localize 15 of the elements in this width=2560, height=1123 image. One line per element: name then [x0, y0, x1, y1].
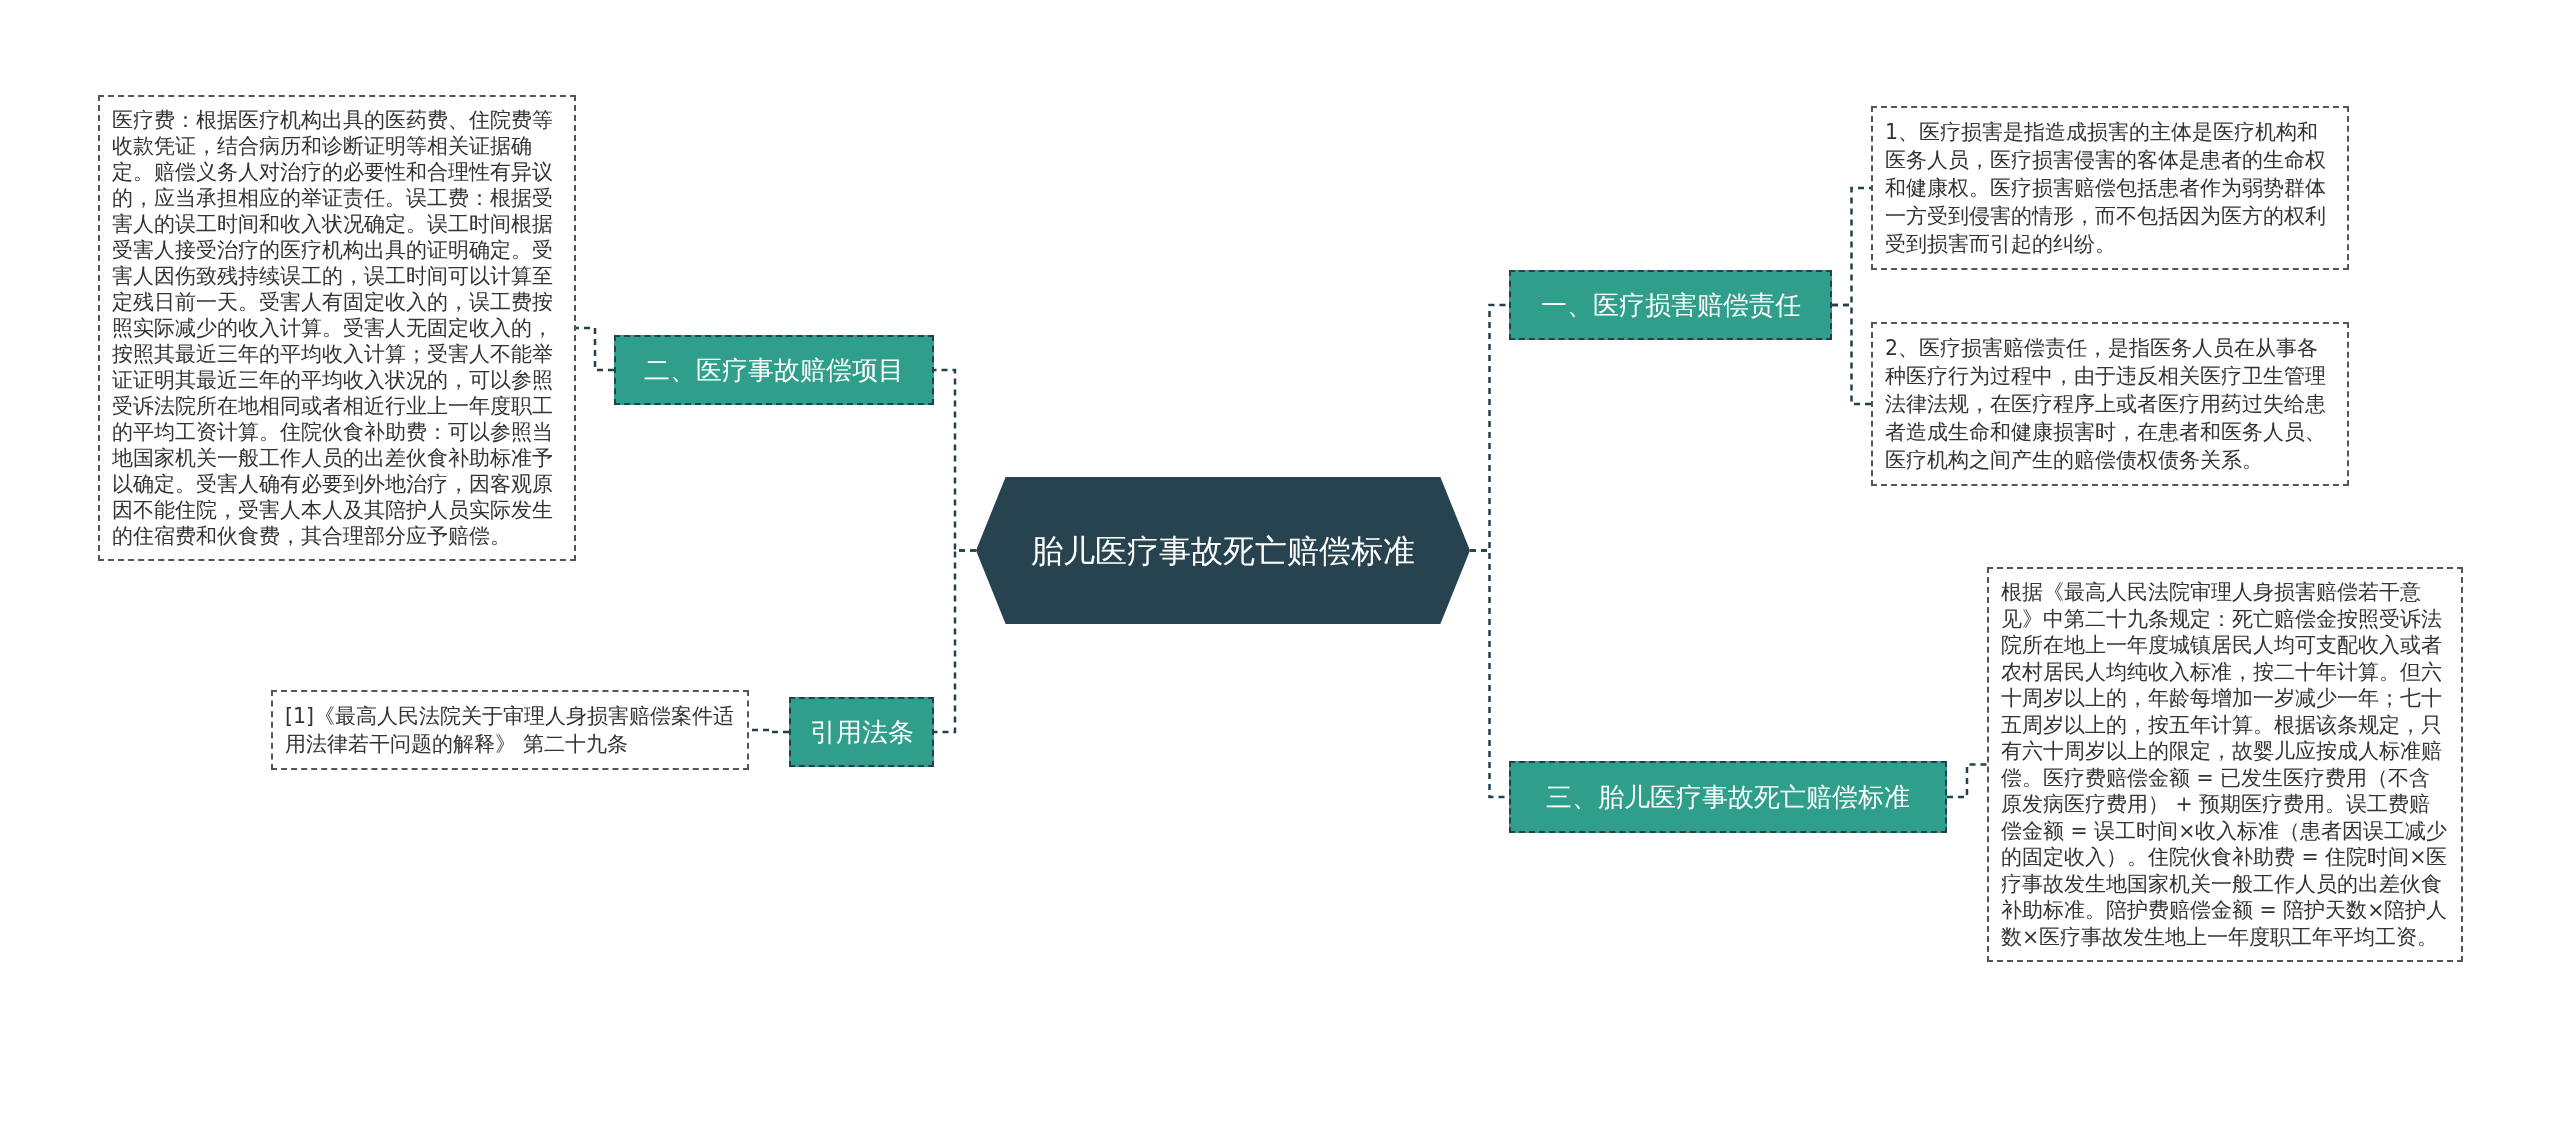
topic-box: 二、医疗事故赔偿项目: [614, 335, 934, 405]
note-box: 2、医疗损害赔偿责任，是指医务人员在从事各种医疗行为过程中，由于违反相关医疗卫生管理法律法规，在医疗程序上或者医疗用药过失给患者造成生命和健康损害时，在患者和医务人员、医疗机构之间产生的赔偿债权债务关系。: [1871, 322, 2349, 486]
central-topic-text: 胎儿医疗事故死亡赔偿标准: [1030, 530, 1416, 572]
note-box: 1、医疗损害是指造成损害的主体是医疗机构和医务人员，医疗损害侵害的客体是患者的生命权和健康权。医疗损害赔偿包括患者作为弱势群体一方受到侵害的情形，而不包括因为医方的权利受到损害而引起的纠纷。: [1871, 106, 2349, 270]
connector-line: [1947, 763, 1987, 799]
topic-box: 一、医疗损害赔偿责任: [1509, 270, 1832, 340]
note-box: 医疗费：根据医疗机构出具的医药费、住院费等收款凭证，结合病历和诊断证明等相关证据确定。赔偿义务人对治疗的必要性和合理性有异议的，应当承担相应的举证责任。误工费：根据受害人的误工时间和收入状况确定。误工时间根据受害人接受治疗的医疗机构出具的证明确定。受害人因伤致残持续误工的，误工时间可以计算至定残日前一天。受害人有固定收入的，误工费按照实际减少的收入计算。受害人无固定收入的，按照其最近三年的平均收入计算；受害人不能举证证明其最近三年的平均收入状况的，可以参照受诉法院所在地相同或者相近行业上一年度职工的平均工资计算。住院伙食补助费：可以参照当地国家机关一般工作人员的出差伙食补助标准予以确定。受害人确有必要到外地治疗，因客观原因不能住院，受害人本人及其陪护人员实际发生的住宿费和伙食费，其合理部分应予赔偿。: [98, 95, 576, 561]
note-box: 根据《最高人民法院审理人身损害赔偿若干意见》中第二十九条规定：死亡赔偿金按照受诉法院所在地上一年度城镇居民人均可支配收入或者农村居民人均纯收入标准，按二十年计算。但六十周岁以上的，年龄每增加一岁减少一年；七十五周岁以上的，按五年计算。根据该条规定，只有六十周岁以上的限定，故婴儿应按成人标准赔偿。医疗费赔偿金额 = 已发生医疗费用（不含原发病医疗费用） + 预期医疗费用。误工费赔偿金额 = 误工时间×收入标准（患者因误工减少的固定收入）。住院伙食补助费 = 住院时间×医疗事故发生地国家机关一般工作人员的出差伙食补助标准。陪护费赔偿金额 = 陪护天数×陪护人数×医疗事故发生地上一年度职工年平均工资。: [1987, 567, 2463, 962]
topic-box: 三、胎儿医疗事故死亡赔偿标准: [1509, 761, 1947, 833]
connector-line: [934, 549, 976, 734]
connector-line: [576, 326, 614, 372]
topic-box: 引用法条: [789, 697, 934, 767]
connector-line: [1832, 303, 1871, 406]
connector-line: [749, 728, 789, 734]
note-box: [1]《最高人民法院关于审理人身损害赔偿案件适用法律若干问题的解释》 第二十九条: [271, 690, 749, 770]
